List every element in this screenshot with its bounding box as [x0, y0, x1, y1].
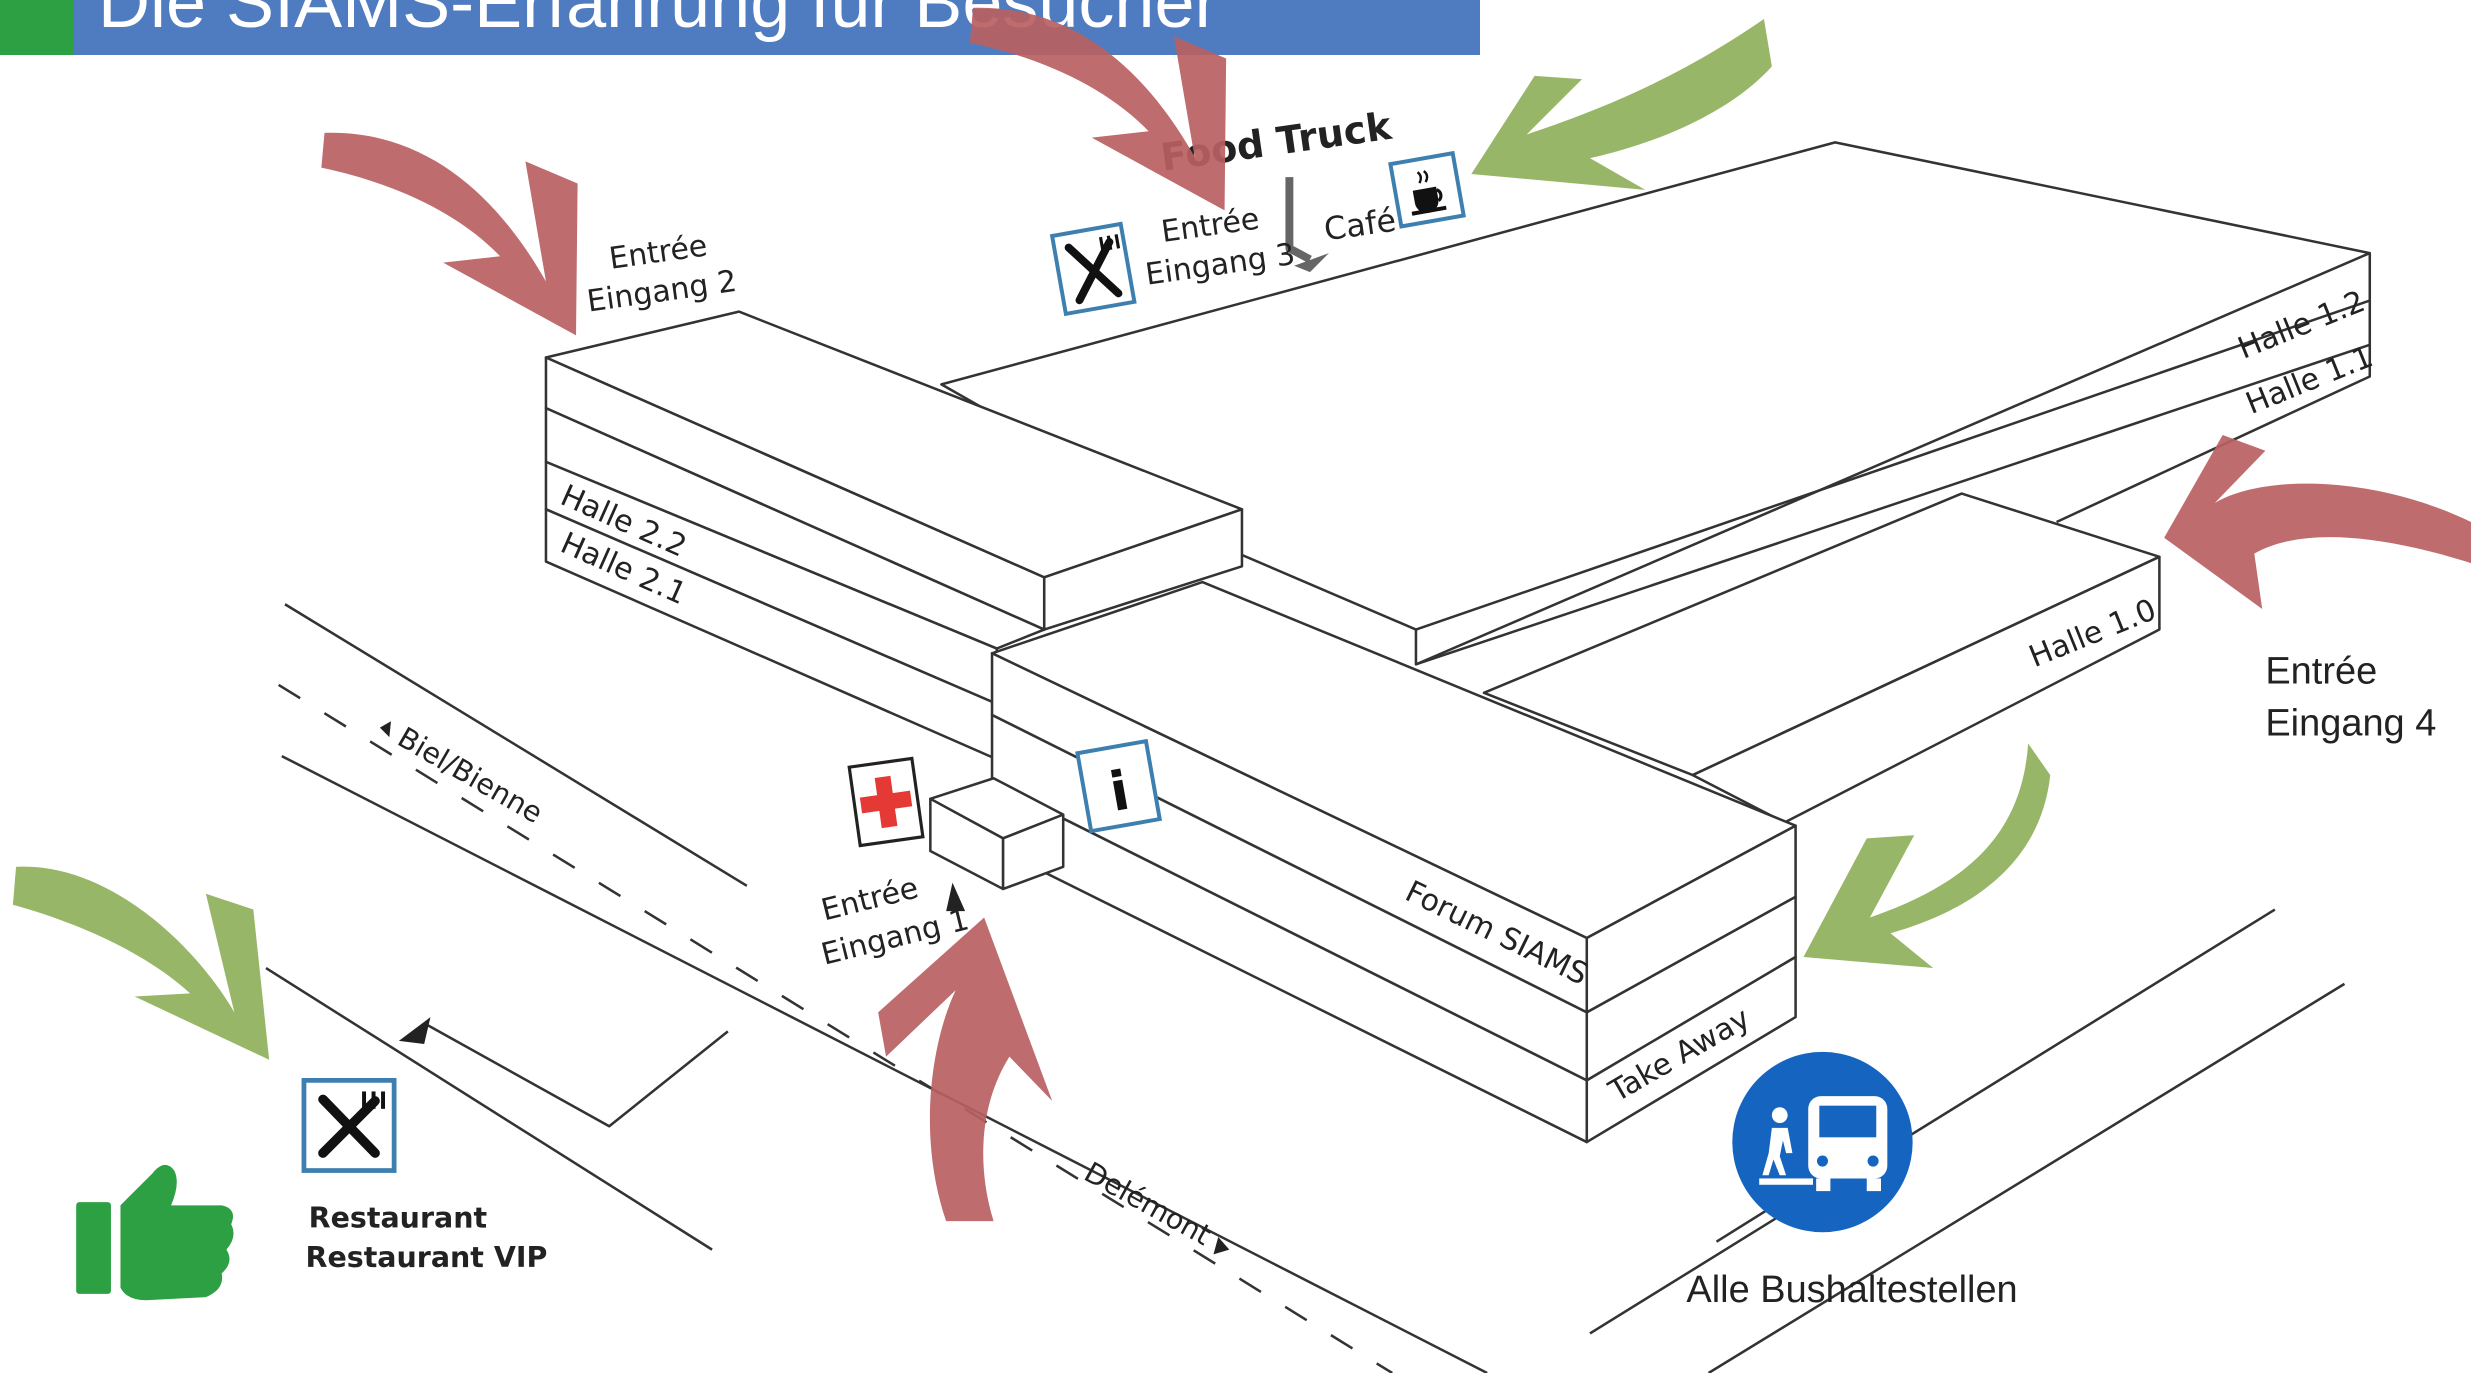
- road-delemont-label: Delémont: [1079, 1156, 1217, 1252]
- arrow-green-icon: [1471, 18, 1772, 190]
- arrow-red-icon: [878, 917, 1053, 1222]
- arrow-green-icon: [1803, 743, 2051, 969]
- first-aid-icon: [847, 756, 925, 848]
- bus-stops-label: Alle Bushaltestellen: [1686, 1269, 2017, 1311]
- info-icon: i: [1075, 738, 1163, 834]
- cafe-label: Café: [1322, 203, 1398, 249]
- thumbs-up-icon: [76, 1164, 234, 1301]
- entrance-4-line1: Entrée: [2265, 650, 2377, 692]
- bus-stop-icon: [1732, 1051, 1913, 1233]
- road-line: [281, 754, 1488, 1373]
- arrow-red-icon: [2164, 434, 2472, 609]
- fork-knife-icon: [1049, 221, 1137, 317]
- road-line: [277, 683, 1393, 1373]
- road-line: [426, 1023, 729, 1128]
- road-line: [265, 966, 713, 1251]
- fork-knife-icon: [301, 1077, 397, 1173]
- arrow-red-icon: [969, 7, 1227, 211]
- road-line: [1707, 982, 2346, 1373]
- entrance-2-line2: Eingang 2: [585, 264, 739, 320]
- title-accent: [0, 0, 74, 55]
- coffee-cup-icon: [1388, 150, 1466, 229]
- restaurant-label: Restaurant: [309, 1201, 487, 1234]
- road-biel-label: Biel/Bienne: [392, 721, 548, 830]
- entrance-4-line2: Eingang 4: [2265, 703, 2436, 745]
- arrow-red-icon: [321, 132, 578, 336]
- road-line: [1589, 908, 2276, 1335]
- road-line: [284, 603, 748, 887]
- restaurant-vip-label: Restaurant VIP: [306, 1241, 548, 1274]
- arrow-green-icon: [12, 866, 270, 1060]
